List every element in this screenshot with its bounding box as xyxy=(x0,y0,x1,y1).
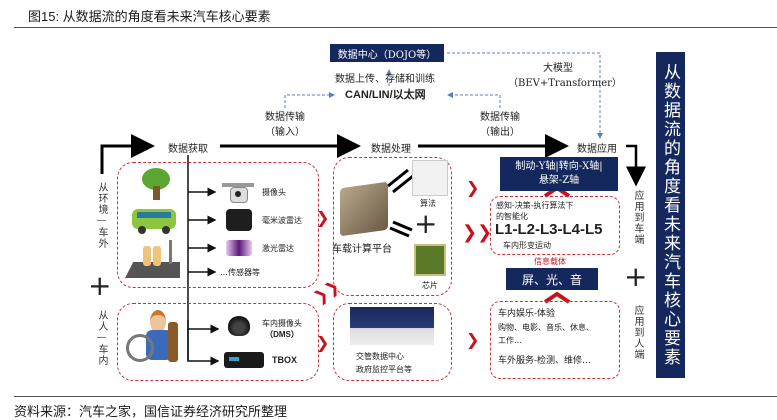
top-divider xyxy=(14,27,777,28)
control-room-icon xyxy=(350,307,434,345)
chevron-traffic-to-entertainment: ❯ xyxy=(466,330,480,349)
transfer-in-label: 数据传输 （输入） xyxy=(265,112,305,138)
chip-label: 芯片 xyxy=(422,281,438,290)
stage-process: 数据处理 xyxy=(368,140,414,155)
motion-label: 车内形变运动 xyxy=(503,241,551,250)
entertainment-group xyxy=(490,301,620,379)
driver-icon xyxy=(124,308,184,370)
input-dashed-line xyxy=(284,92,335,108)
plus-left: + xyxy=(88,269,112,302)
chevron-platform-to-axis: ❯ xyxy=(466,178,480,197)
transfer-out-label: 数据传输 （输出） xyxy=(480,112,520,138)
summary-banner: 从数据流的角度看未来汽车核心要素 xyxy=(656,52,685,378)
plus-middle: + xyxy=(414,207,438,240)
platform-label: 车载计算平台 xyxy=(332,244,392,255)
chassis-axis-box: 制动-Y轴|转向-X轴| 悬架-Z轴 xyxy=(500,157,618,191)
branch-tbox xyxy=(187,329,220,366)
ecu-platform-icon xyxy=(340,181,388,237)
sensor-label-tbox: TBOX xyxy=(272,355,298,365)
computing-platform-group xyxy=(333,157,452,296)
caret-up-screen xyxy=(543,291,571,304)
source-note: 资料来源：汽车之家，国信证券经济研究所整理 xyxy=(14,404,288,419)
chip-icon xyxy=(414,244,446,276)
bus-icon xyxy=(132,207,178,235)
lidar-icon xyxy=(226,240,252,256)
entertainment-text: 车内娱乐-体验 购物、电影、音乐、休息、 工作… 车外服务-检测、维修… xyxy=(498,309,594,366)
chevron-cabin-to-traffic: ❯ xyxy=(316,333,330,352)
equals-lower xyxy=(389,220,413,238)
intelligence-label: 感知-决策-执行算法下 的智能化 xyxy=(496,201,574,221)
bottom-divider xyxy=(14,396,777,397)
output-dashed-line xyxy=(447,92,501,108)
to-human-label: 应用到人端 xyxy=(632,305,643,360)
to-vehicle-label: 应用到车端 xyxy=(632,190,643,245)
sensor-label-lidar: 激光雷达 xyxy=(262,244,294,253)
traffic-center-label: 交管数据中心 政府监控平台等 xyxy=(356,352,412,374)
chevron-platform-to-levels: ❯❯ xyxy=(462,222,493,243)
env-source-label: 从环境—车外 xyxy=(96,182,107,249)
upload-label: 数据上传、存储和训练 xyxy=(335,74,435,85)
cabin-sensor-group xyxy=(117,303,319,381)
screen-light-sound-box: 屏、光、音 xyxy=(506,268,598,290)
equals-upper xyxy=(387,168,414,194)
mmwave-radar-icon xyxy=(226,209,252,231)
sensor-label-others: …传感器等 xyxy=(220,268,260,277)
apply-to-vehicle-arrow xyxy=(626,144,646,187)
info-carrier-label: 信息载体 xyxy=(534,257,566,266)
env-sensor-group xyxy=(117,162,319,288)
dome-camera-icon xyxy=(228,316,250,336)
human-source-label: 从人—车内 xyxy=(96,310,107,366)
autonomy-levels: L1-L2-L3-L4-L5 xyxy=(495,221,603,238)
chevron-env-to-platform: ❯ xyxy=(316,208,330,227)
figure-title: 图15: 从数据流的角度看未来汽车核心要素 xyxy=(28,9,271,24)
bus-label: CAN/LIN/以太网 xyxy=(345,89,426,101)
stage-acquire: 数据获取 xyxy=(165,140,211,155)
traffic-center-group xyxy=(333,303,452,381)
flow-start-arrow xyxy=(100,134,155,174)
crosswalk-children-icon xyxy=(125,240,180,280)
big-model-label: 大模型 （BEV+Transformer） xyxy=(508,63,622,89)
sensor-label-radar: 毫米波雷达 xyxy=(262,216,302,225)
data-center-box: 数据中心（DOJO等） xyxy=(330,44,444,62)
intelligence-group xyxy=(490,196,620,255)
camera-icon xyxy=(222,183,254,203)
algorithm-label: 算法 xyxy=(420,199,436,208)
tree-icon xyxy=(138,168,174,204)
stage-apply: 数据应用 xyxy=(574,140,620,155)
plus-right: + xyxy=(624,260,648,293)
sensor-label-dms: 车内摄像头 （DMS） xyxy=(262,319,302,339)
model-dashed-line xyxy=(447,52,603,139)
algorithm-diagram-icon xyxy=(412,160,448,196)
tbox-icon xyxy=(224,352,264,368)
sensor-label-camera: 摄像头 xyxy=(262,188,286,197)
